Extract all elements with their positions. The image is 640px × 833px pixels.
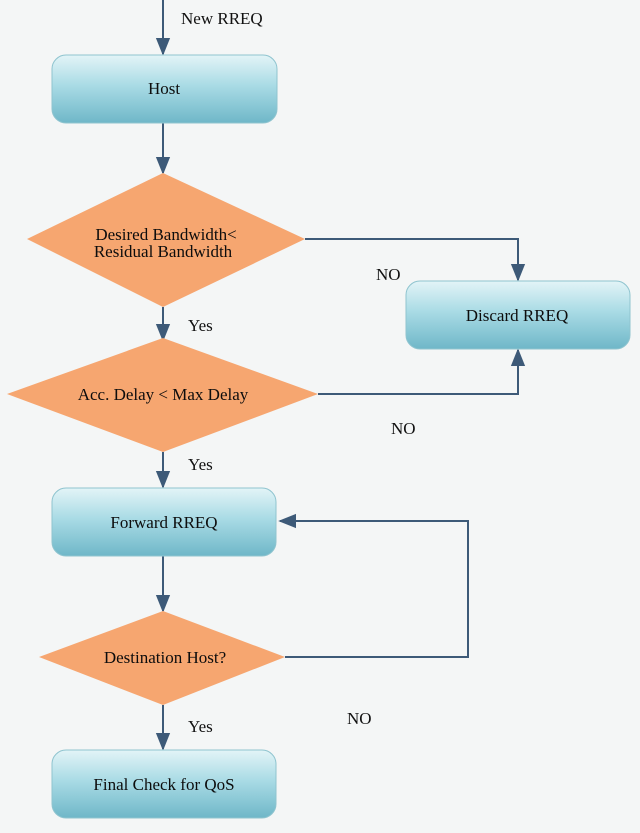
destination-decision-label: Destination Host? bbox=[104, 648, 226, 667]
bandwidth-no-label: NO bbox=[376, 265, 401, 284]
final-label: Final Check for QoS bbox=[93, 775, 234, 794]
delay-decision: Acc. Delay < Max Delay bbox=[7, 338, 318, 452]
discard-label: Discard RREQ bbox=[466, 306, 568, 325]
destination-no-label: NO bbox=[347, 709, 372, 728]
delay-yes-label: Yes bbox=[188, 455, 213, 474]
host-box: Host bbox=[51, 54, 278, 124]
delay-no-label: NO bbox=[391, 419, 416, 438]
edge-bandwidth-no-to-discard bbox=[305, 238, 526, 282]
bandwidth-yes-label: Yes bbox=[188, 316, 213, 335]
discard-box: Discard RREQ bbox=[405, 280, 631, 350]
edge-delay-no-to-discard bbox=[318, 348, 526, 395]
final-box: Final Check for QoS bbox=[51, 749, 277, 819]
edge-destination-no-to-forward bbox=[278, 513, 469, 658]
bandwidth-decision: Desired Bandwidth< Residual Bandwidth bbox=[27, 173, 305, 307]
entry-label: New RREQ bbox=[181, 9, 263, 28]
forward-label: Forward RREQ bbox=[110, 513, 217, 532]
destination-yes-label: Yes bbox=[188, 717, 213, 736]
destination-decision: Destination Host? bbox=[39, 611, 285, 705]
host-label: Host bbox=[148, 79, 180, 98]
bandwidth-decision-line1: Desired Bandwidth< bbox=[95, 225, 236, 244]
forward-box: Forward RREQ bbox=[51, 487, 277, 557]
delay-decision-label: Acc. Delay < Max Delay bbox=[78, 385, 249, 404]
bandwidth-decision-line2: Residual Bandwidth bbox=[94, 242, 233, 261]
